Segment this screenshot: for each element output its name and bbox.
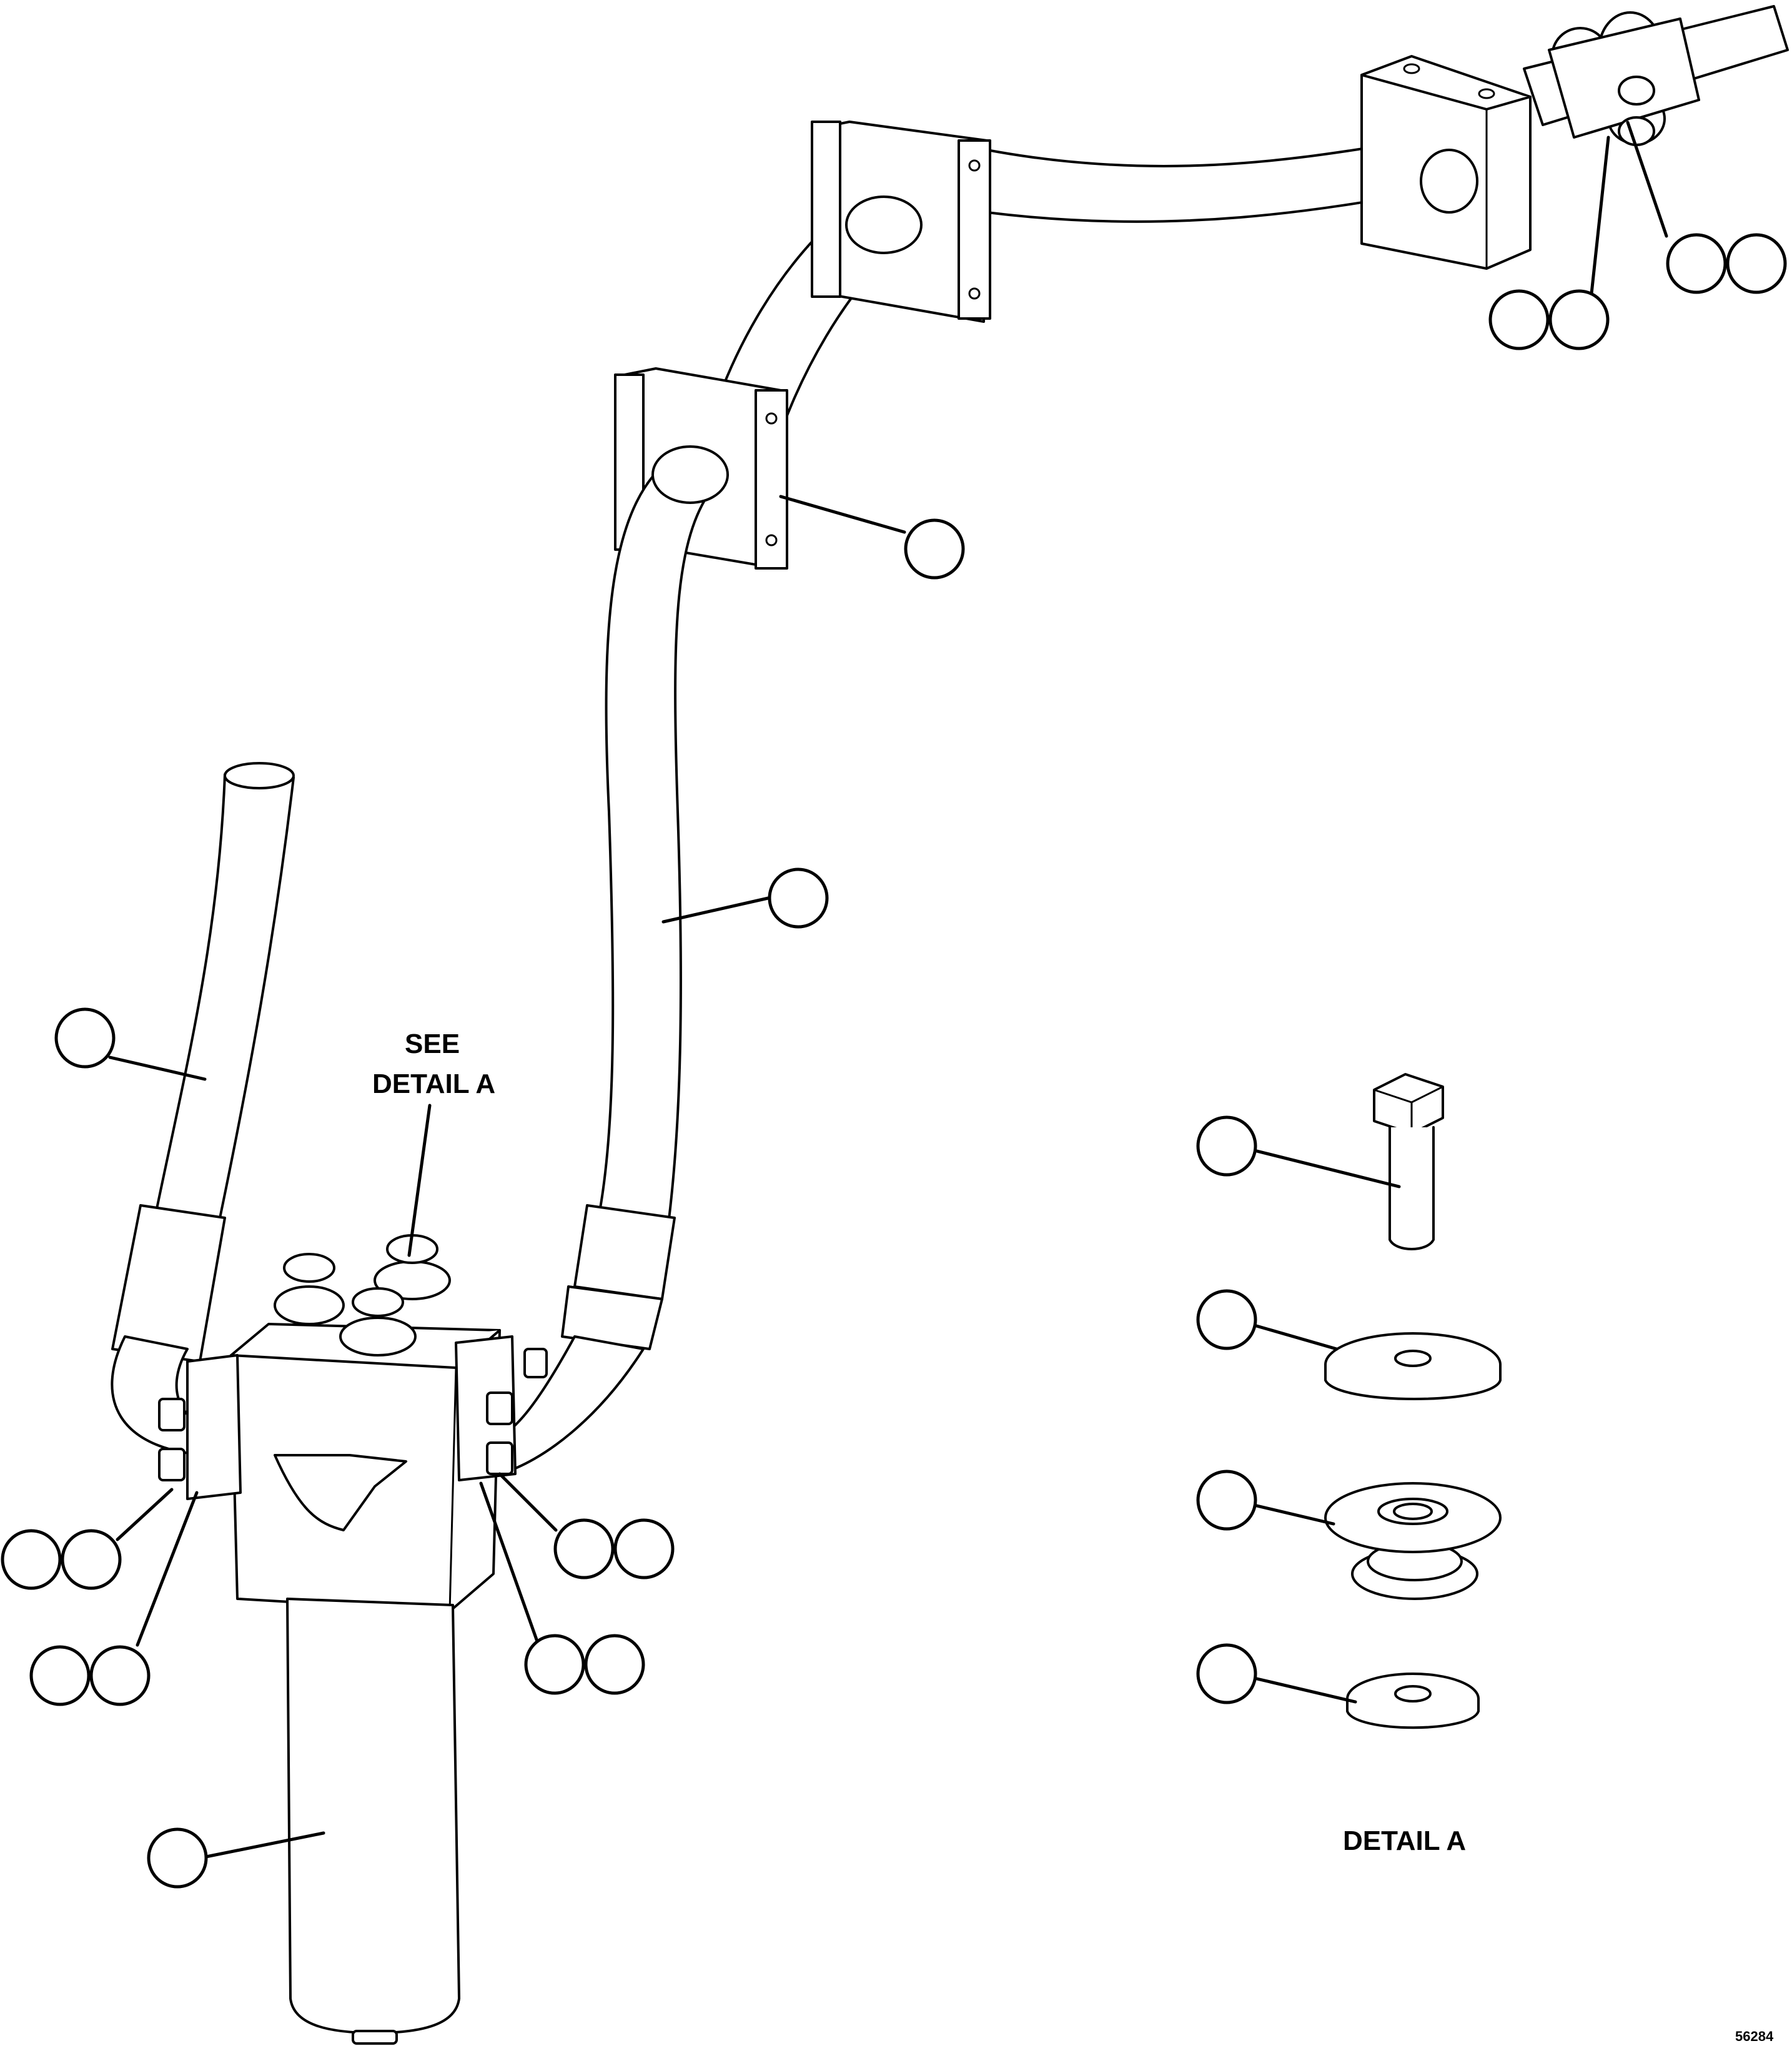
balloon-bolt-l-4 <box>89 1645 151 1706</box>
balloon-fitting-tr-3 <box>1488 289 1550 350</box>
filter-canister <box>286 1598 460 2045</box>
balloon-fitting-tr-1 <box>1666 233 1727 294</box>
balloon-bolt-r-3 <box>524 1634 585 1695</box>
detail-title: DETAIL A <box>1343 1826 1466 1856</box>
balloon-hose-left <box>54 1007 116 1069</box>
right-hose-end <box>486 1204 676 1475</box>
left-hose <box>111 762 295 1456</box>
detail-washer <box>1324 1332 1502 1400</box>
detail-reference-label: DETAIL A <box>372 1069 495 1099</box>
callout-balloons <box>1 233 1787 1889</box>
balloon-bolt-l-1 <box>1 1529 62 1590</box>
detail-small-washer <box>1346 1673 1480 1729</box>
balloon-bolt-r-2 <box>613 1518 675 1579</box>
balloon-bolt-l-3 <box>29 1645 91 1706</box>
balloon-fitting-tr-4 <box>1548 289 1610 350</box>
clamp-block-top-left <box>811 121 991 323</box>
balloon-fitting-tr-2 <box>1726 233 1787 294</box>
detail-isolator <box>1324 1482 1502 1600</box>
balloon-clamp <box>904 518 965 580</box>
long-tube <box>598 445 729 1225</box>
balloon-detail-isolator <box>1196 1470 1257 1531</box>
hose-fittings-top-right <box>1548 11 1700 146</box>
detail-bolt <box>1373 1073 1444 1250</box>
balloon-filter <box>147 1827 208 1889</box>
clamp-block-top-right <box>1360 55 1532 270</box>
balloon-detail-washer <box>1196 1289 1257 1350</box>
filter-head <box>158 1234 548 1613</box>
balloon-bolt-l-2 <box>61 1529 122 1590</box>
drawing-number: 56284 <box>1735 2029 1774 2044</box>
balloon-bolt-r-4 <box>584 1634 645 1695</box>
balloon-detail-bolt <box>1196 1115 1257 1177</box>
balloon-tube <box>768 867 829 929</box>
balloon-detail-small-washer <box>1196 1643 1257 1704</box>
balloon-bolt-r-1 <box>553 1518 615 1579</box>
see-label: SEE <box>405 1029 460 1059</box>
leader-lines <box>108 121 1668 1860</box>
